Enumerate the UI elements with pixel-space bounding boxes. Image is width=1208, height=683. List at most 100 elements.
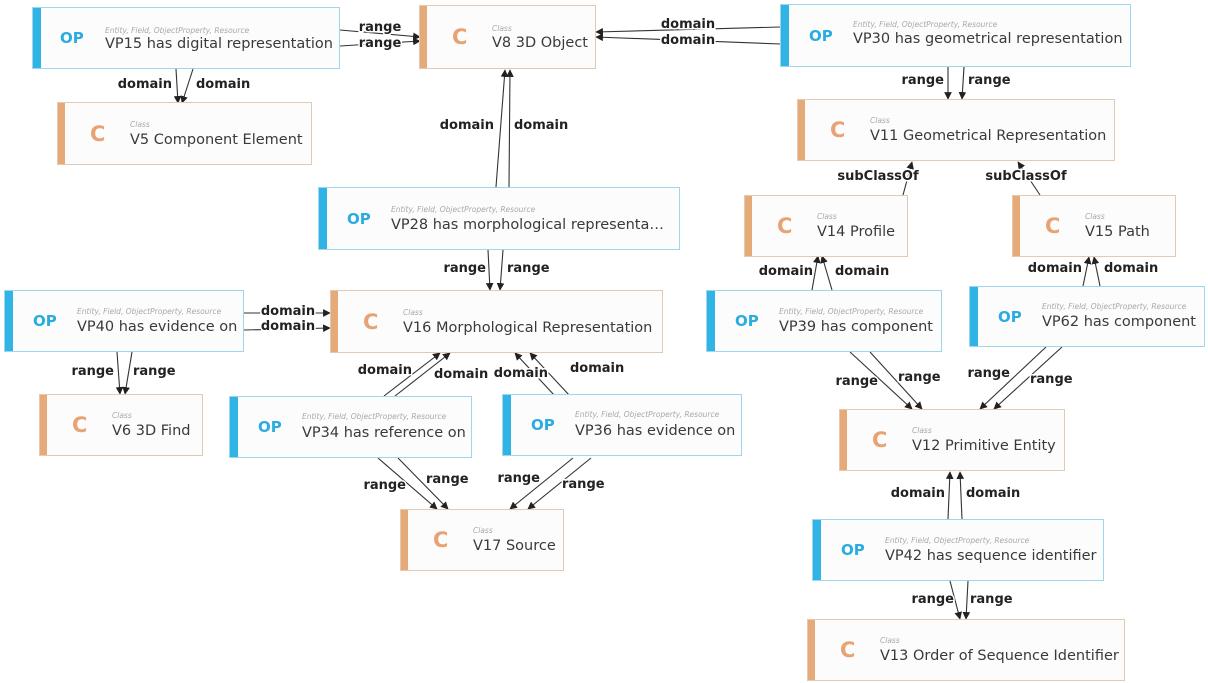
edge-label-domain: domain	[261, 304, 315, 319]
edge-label-range: range	[901, 73, 944, 88]
op-icon: OP	[998, 307, 1022, 326]
node-v8[interactable]: C Class V8 3D Object	[419, 5, 596, 69]
node-kind: Entity, Field, ObjectProperty, Resource	[885, 536, 1030, 545]
edge-vp39-v14[interactable]	[811, 255, 821, 291]
node-kind: Class	[403, 308, 423, 317]
edge-vp62-v12[interactable]	[993, 346, 1063, 410]
edge-label-domain: domain	[661, 33, 715, 48]
class-icon: C	[363, 309, 379, 334]
edge-v15-v11[interactable]	[1017, 161, 1041, 196]
edge-label-range: range	[1030, 372, 1073, 387]
node-v6[interactable]: C Class V6 3D Find	[39, 394, 203, 456]
node-v5[interactable]: C Class V5 Component Element	[57, 102, 312, 165]
node-vp62[interactable]: OP Entity, Field, ObjectProperty, Resour…	[969, 286, 1205, 347]
edge-vp28-v16[interactable]	[485, 249, 494, 291]
edge-vp39-v14[interactable]	[820, 255, 833, 291]
edge-vp15-v5[interactable]	[180, 68, 194, 104]
node-kind: Entity, Field, ObjectProperty, Resource	[575, 410, 720, 419]
edge-vp34-v16[interactable]	[394, 352, 451, 397]
edge-vp15-v5[interactable]	[173, 68, 182, 104]
edge-vp62-v12[interactable]	[979, 346, 1047, 410]
edge-label-domain: domain	[835, 264, 889, 279]
class-icon: C	[452, 25, 468, 49]
edge-vp30-v8[interactable]	[595, 26, 781, 36]
edge-vp28-v8[interactable]	[506, 69, 514, 188]
edge-vp34-v17[interactable]	[397, 457, 449, 510]
edge-label-domain: domain	[1028, 261, 1082, 276]
edge-label-range: range	[911, 592, 954, 607]
edge-vp15-v8[interactable]	[339, 37, 421, 47]
edge-label-domain: domain	[966, 486, 1020, 501]
node-vp15[interactable]: OP Entity, Field, ObjectProperty, Resour…	[32, 7, 340, 69]
edge-vp40-v6[interactable]	[122, 351, 133, 395]
edge-vp30-v11[interactable]	[958, 66, 967, 100]
op-icon: OP	[33, 312, 57, 330]
node-kind: Entity, Field, ObjectProperty, Resource	[105, 26, 250, 35]
edge-vp42-v12[interactable]	[956, 471, 965, 520]
edge-label-range: range	[967, 366, 1010, 381]
edge-vp34-v17[interactable]	[377, 457, 438, 510]
class-icon: C	[433, 528, 449, 552]
edge-vp36-v16[interactable]	[529, 352, 571, 397]
node-v16[interactable]: C Class V16 Morphological Representation	[330, 290, 663, 353]
node-v17[interactable]: C Class V17 Source	[400, 509, 564, 571]
node-title: V16 Morphological Representation	[403, 320, 653, 336]
node-vp42[interactable]: OP Entity, Field, ObjectProperty, Resour…	[812, 519, 1104, 581]
node-vp36[interactable]: OP Entity, Field, ObjectProperty, Resour…	[502, 394, 742, 456]
node-v11[interactable]: C Class V11 Geometrical Representation	[797, 99, 1115, 161]
edge-label-domain: domain	[118, 77, 172, 92]
node-kind: Class	[492, 24, 512, 33]
edge-vp28-v8[interactable]	[495, 69, 509, 188]
edge-vp39-v12[interactable]	[869, 351, 923, 410]
edge-label-domain: domain	[759, 264, 813, 279]
class-icon: C	[72, 413, 88, 437]
edge-vp36-v16[interactable]	[514, 352, 556, 397]
op-icon: OP	[347, 209, 371, 228]
node-vp40[interactable]: OP Entity, Field, ObjectProperty, Resour…	[4, 290, 244, 352]
edge-label-domain: domain	[891, 486, 945, 501]
node-title: VP42 has sequence identifier	[885, 548, 1097, 564]
edge-vp39-v12[interactable]	[849, 351, 913, 410]
node-title: V11 Geometrical Representation	[870, 128, 1107, 144]
node-title: V6 3D Find	[112, 423, 191, 439]
node-v14[interactable]: C Class V14 Profile	[744, 195, 908, 257]
edge-label-range: range	[898, 370, 941, 385]
node-v12[interactable]: C Class V12 Primitive Entity	[839, 409, 1065, 471]
edge-vp42-v12[interactable]	[945, 471, 954, 520]
edge-vp36-v17[interactable]	[509, 457, 574, 510]
node-vp28[interactable]: OP Entity, Field, ObjectProperty, Resour…	[318, 187, 680, 250]
edge-vp34-v16[interactable]	[383, 352, 441, 397]
edge-vp62-v15[interactable]	[1091, 256, 1101, 287]
edge-vp40-v6[interactable]	[115, 351, 124, 395]
node-vp30[interactable]: OP Entity, Field, ObjectProperty, Resour…	[780, 4, 1131, 67]
edge-vp15-v8[interactable]	[339, 29, 421, 41]
node-title: VP39 has component	[779, 319, 933, 335]
edge-label-range: range	[71, 364, 114, 379]
edge-vp28-v16[interactable]	[496, 249, 505, 291]
node-v13[interactable]: C Class V13 Order of Sequence Identifier	[807, 619, 1125, 681]
node-title: VP62 has component	[1042, 314, 1196, 330]
class-icon: C	[872, 428, 888, 452]
node-vp34[interactable]: OP Entity, Field, ObjectProperty, Resour…	[229, 396, 472, 458]
edge-vp40-v16[interactable]	[243, 324, 331, 333]
node-v15[interactable]: C Class V15 Path	[1012, 195, 1176, 257]
edge-label-domain: domain	[494, 366, 548, 381]
edge-vp30-v8[interactable]	[595, 33, 781, 45]
node-kind: Entity, Field, ObjectProperty, Resource	[1042, 302, 1187, 311]
edge-label-subClassOf: subClassOf	[837, 169, 919, 184]
op-icon: OP	[531, 416, 555, 434]
node-kind: Class	[130, 120, 150, 129]
node-vp39[interactable]: OP Entity, Field, ObjectProperty, Resour…	[706, 290, 942, 352]
edge-vp42-v13[interactable]	[949, 580, 962, 620]
edge-label-range: range	[562, 477, 605, 492]
edge-label-domain: domain	[261, 319, 315, 334]
edge-label-domain: domain	[440, 118, 494, 133]
edge-v14-v11[interactable]	[902, 161, 914, 196]
edge-vp36-v17[interactable]	[527, 457, 592, 510]
node-title: V14 Profile	[817, 224, 896, 240]
edge-vp62-v15[interactable]	[1082, 256, 1092, 287]
edge-label-range: range	[426, 472, 469, 487]
edge-vp42-v13[interactable]	[962, 580, 971, 620]
node-kind: Class	[912, 426, 932, 435]
